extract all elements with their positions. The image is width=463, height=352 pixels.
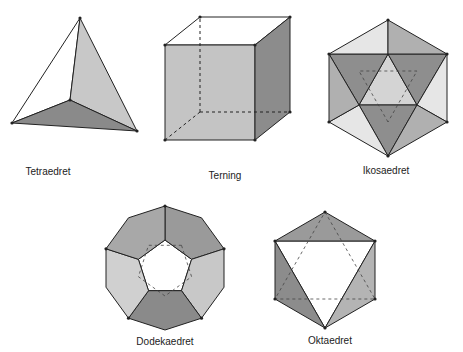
solid-name: Tetraedret [25,166,70,178]
icosahedron [329,20,447,156]
dodecahedron-face [106,206,165,259]
octahedron-face [325,241,375,328]
solid-name: Ikosaedret [363,165,410,177]
tetrahedron [12,18,137,131]
octahedron-hidden-edges [275,212,375,299]
cube [165,17,290,140]
octahedron-face [275,212,375,241]
cube-hidden-edges [165,17,290,140]
dodecahedron [106,206,224,330]
octahedron [275,212,375,328]
tetrahedron-face [12,100,137,131]
solid-name: Terning [209,170,242,182]
solid-name: Oktaedret [308,335,352,347]
dodecahedron-face [106,249,149,318]
octahedron-face [275,241,375,328]
dodecahedron-hidden-edges [138,245,191,296]
cube-face [255,17,290,140]
solid-name: Dodekaedret [136,336,193,348]
icosahedron-hidden-edges [359,71,417,122]
cube-face [165,45,255,140]
icosahedron-face [329,54,359,122]
icosahedron-face [388,105,447,156]
icosahedron-face [329,20,388,54]
icosahedron-face [388,20,447,54]
vertex-dots [10,15,448,329]
octahedron-face [275,241,325,328]
